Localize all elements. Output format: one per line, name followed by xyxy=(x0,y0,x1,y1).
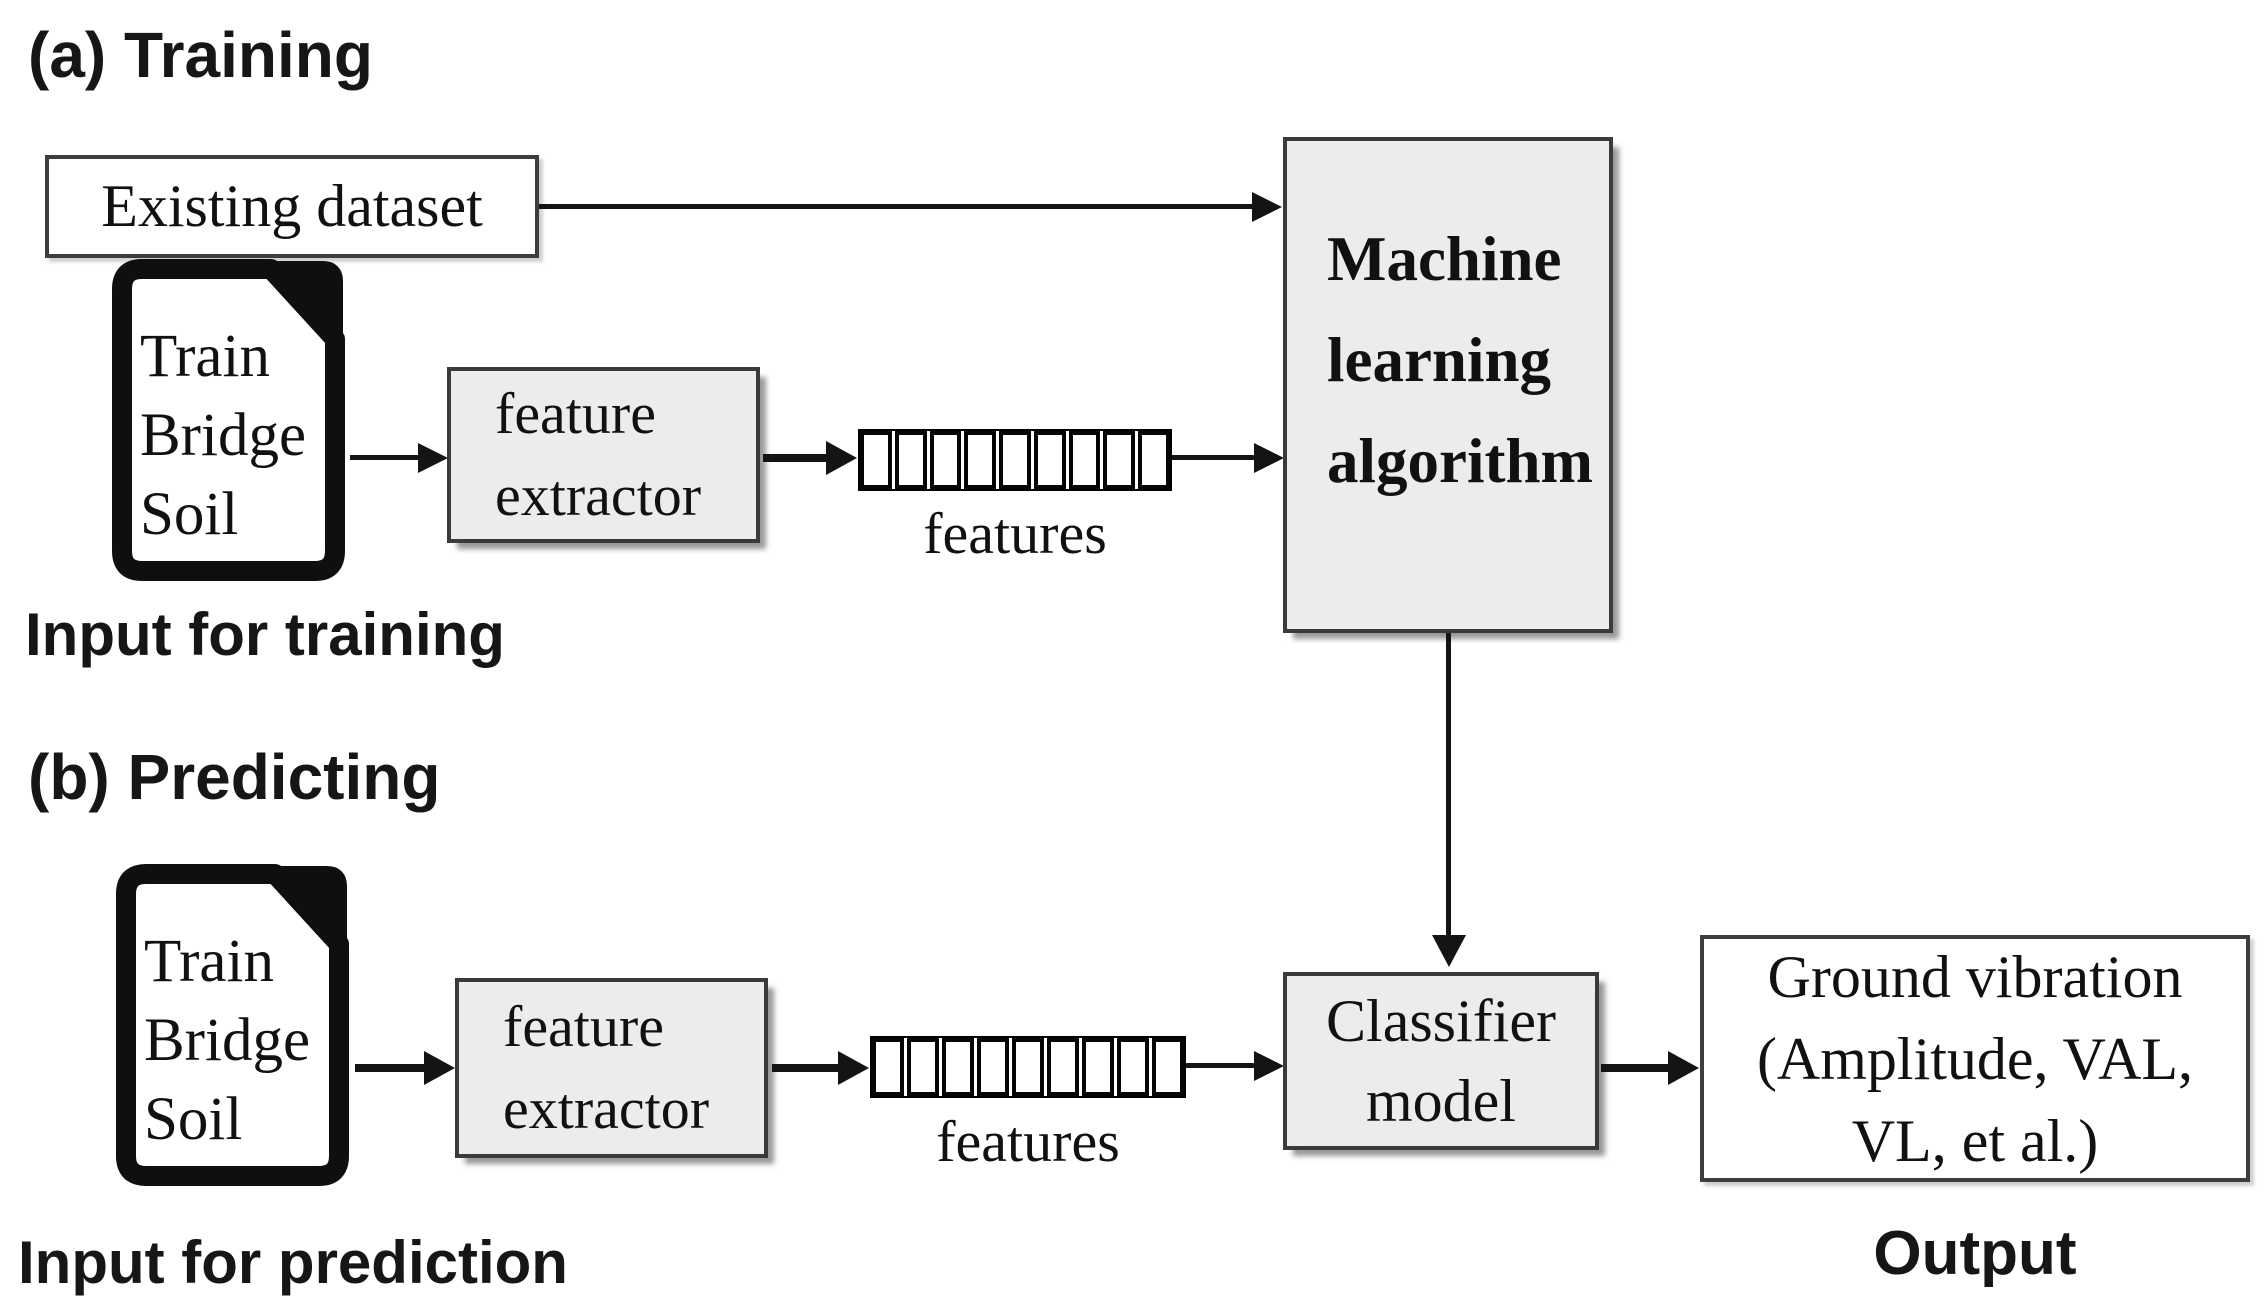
arrow-features-to-classifier xyxy=(1186,1063,1255,1068)
document-icon-training: Train Bridge Soil xyxy=(108,255,348,585)
ground-vibration-output-box: Ground vibration (Amplitude, VAL, VL, et… xyxy=(1700,935,2250,1182)
feature-cell xyxy=(977,1038,1009,1096)
extractor-line: extractor xyxy=(503,1076,710,1141)
arrow-extractor-to-features-b xyxy=(772,1064,839,1072)
document-text: Train Bridge Soil xyxy=(144,922,310,1159)
feature-cell xyxy=(1068,431,1101,489)
section-b-heading: (b) Predicting xyxy=(28,741,441,813)
folded-corner-icon xyxy=(263,261,343,347)
document-icon-prediction: Train Bridge Soil xyxy=(112,860,352,1190)
ml-algorithm-box: Machine learning algorithm xyxy=(1283,137,1613,633)
feature-cell xyxy=(860,431,892,489)
arrow-doc-to-extractor-b xyxy=(355,1064,425,1072)
doc-line: Soil xyxy=(140,481,239,548)
feature-cell xyxy=(964,431,997,489)
doc-line: Soil xyxy=(144,1086,243,1153)
extractor-line: extractor xyxy=(495,463,702,528)
feature-cell xyxy=(872,1038,904,1096)
extractor-line: feature xyxy=(495,381,656,446)
ml-line: learning xyxy=(1327,324,1552,395)
classifier-line: Classifier xyxy=(1326,988,1556,1054)
feature-cell xyxy=(1012,1038,1044,1096)
feature-cell xyxy=(1082,1038,1114,1096)
features-strip-b xyxy=(870,1036,1186,1098)
document-file-icon xyxy=(116,864,349,1186)
features-label-b: features xyxy=(936,1109,1120,1174)
doc-line: Train xyxy=(144,928,274,995)
feature-extractor-box-b: feature extractor xyxy=(455,978,768,1158)
arrow-dataset-to-ml xyxy=(539,204,1253,209)
ml-line: algorithm xyxy=(1327,425,1593,496)
feature-cell xyxy=(999,431,1031,489)
section-a-heading: (a) Training xyxy=(28,19,373,91)
feature-cell xyxy=(1152,1038,1184,1096)
features-label-a: features xyxy=(923,501,1107,566)
existing-dataset-label: Existing dataset xyxy=(101,173,483,239)
ml-line: Machine xyxy=(1327,223,1562,294)
arrow-classifier-to-output xyxy=(1601,1064,1669,1072)
classifier-line: model xyxy=(1366,1068,1516,1134)
document-text: Train Bridge Soil xyxy=(140,317,306,554)
feature-cell xyxy=(1047,1038,1079,1096)
output-caption: Output xyxy=(1873,1219,2077,1288)
feature-cell xyxy=(894,431,927,489)
folded-corner-icon xyxy=(267,866,347,952)
feature-cell xyxy=(929,431,962,489)
existing-dataset-box: Existing dataset xyxy=(45,155,539,258)
feature-cell xyxy=(1138,431,1171,489)
feature-cell xyxy=(942,1038,974,1096)
output-line: VL, et al.) xyxy=(1851,1107,2099,1174)
feature-extractor-box-a: feature extractor xyxy=(447,367,760,543)
input-for-training-caption: Input for training xyxy=(25,601,505,668)
classifier-model-box: Classifier model xyxy=(1283,972,1599,1150)
extractor-line: feature xyxy=(503,994,664,1059)
doc-line: Train xyxy=(140,323,270,390)
arrow-doc-to-extractor-a xyxy=(350,455,419,460)
output-line: (Amplitude, VAL, xyxy=(1756,1025,2194,1092)
document-file-icon xyxy=(112,259,345,581)
feature-cell xyxy=(907,1038,939,1096)
input-for-prediction-caption: Input for prediction xyxy=(18,1229,568,1296)
doc-line: Bridge xyxy=(140,402,307,469)
arrow-features-to-ml xyxy=(1172,455,1255,460)
feature-cell xyxy=(1033,431,1066,489)
arrow-ml-to-classifier xyxy=(1446,633,1451,936)
feature-cell xyxy=(1103,431,1136,489)
feature-cell xyxy=(1117,1038,1149,1096)
arrow-extractor-to-features-a xyxy=(763,454,827,462)
doc-line: Bridge xyxy=(144,1007,311,1074)
features-strip-a xyxy=(858,429,1172,491)
output-line: Ground vibration xyxy=(1767,943,2183,1010)
